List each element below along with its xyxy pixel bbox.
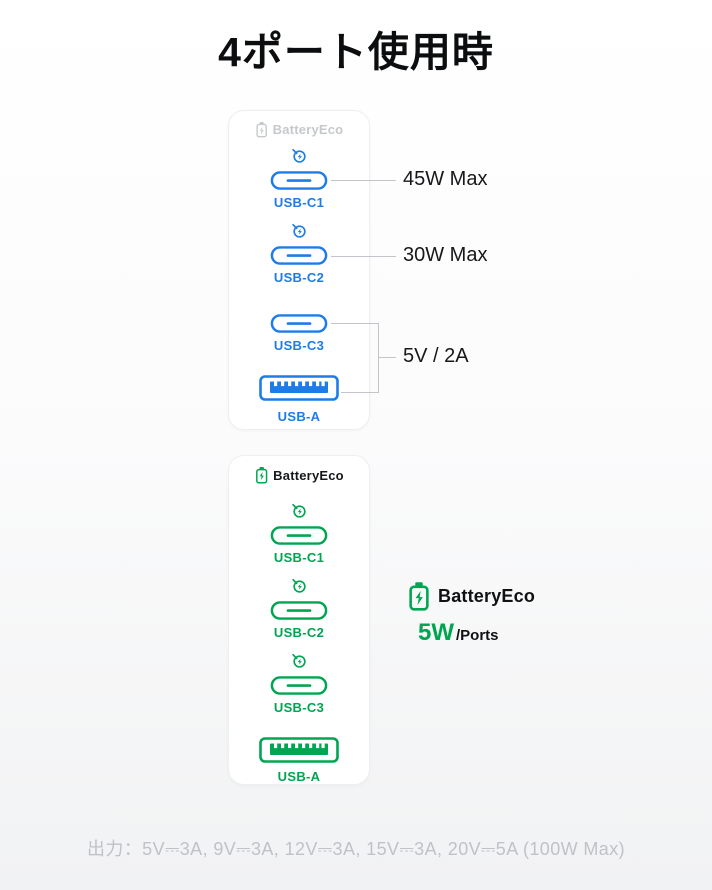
usb-c2-port — [270, 246, 328, 265]
battery-eco-logo-gray: BatteryEco — [255, 121, 344, 138]
battery-eco-badge: BatteryEco 5W /Ports — [406, 581, 535, 647]
battery-icon — [406, 581, 432, 611]
connector-line-usba — [341, 392, 378, 393]
annotation-c1-power: 45W Max — [403, 168, 488, 190]
logo-label: BatteryEco — [272, 122, 344, 137]
charger-panel-normal: BatteryEco USB-C1 USB-C2 USB-C3 USB-A — [228, 110, 370, 430]
usb-c1-port — [270, 526, 328, 545]
usb-a-port — [259, 375, 339, 401]
connector-bracket — [378, 323, 379, 393]
usb-c2-label: USB-C2 — [273, 270, 325, 285]
usb-c2-label: USB-C2 — [273, 625, 325, 640]
logo-label: BatteryEco — [273, 467, 344, 483]
usb-c1-port — [270, 171, 328, 190]
charger-panel-eco: BatteryEco USB-C1 USB-C2 USB-C3 USB-A — [228, 455, 370, 785]
usb-a-label: USB-A — [277, 409, 321, 424]
usb-c3-label: USB-C3 — [273, 338, 325, 353]
connector-line-c2 — [331, 256, 396, 257]
page-title: 4ポート使用時 — [218, 29, 494, 75]
eco-charge-icon — [291, 502, 308, 519]
usb-c3-port — [270, 314, 328, 333]
badge-brand-label: BatteryEco — [438, 585, 536, 606]
badge-per-ports-label: /Ports — [456, 627, 499, 644]
usb-c3-label: USB-C3 — [273, 700, 325, 715]
usb-a-label: USB-A — [277, 769, 321, 784]
usb-c1-label: USB-C1 — [273, 550, 325, 565]
output-spec-text: 出力：5V⎓3A, 9V⎓3A, 12V⎓3A, 15V⎓3A, 20V⎓5A … — [86, 839, 626, 859]
usb-c2-port — [270, 601, 328, 620]
fast-charge-icon — [291, 222, 308, 239]
annotation-c2-power: 30W Max — [403, 244, 488, 266]
eco-charge-icon — [291, 577, 308, 594]
eco-charge-icon — [291, 652, 308, 669]
fast-charge-icon — [291, 147, 308, 164]
usb-c3-port — [270, 676, 328, 695]
battery-icon — [254, 466, 269, 484]
usb-a-port — [259, 737, 339, 763]
usb-c1-label: USB-C1 — [273, 195, 325, 210]
battery-eco-logo: BatteryEco — [254, 466, 344, 484]
connector-line-c3 — [331, 323, 378, 324]
annotation-shared-power: 5V / 2A — [403, 345, 469, 367]
connector-stub — [378, 357, 396, 358]
badge-power-value: 5W — [418, 619, 454, 646]
battery-icon — [255, 121, 269, 138]
connector-line-c1 — [331, 180, 396, 181]
